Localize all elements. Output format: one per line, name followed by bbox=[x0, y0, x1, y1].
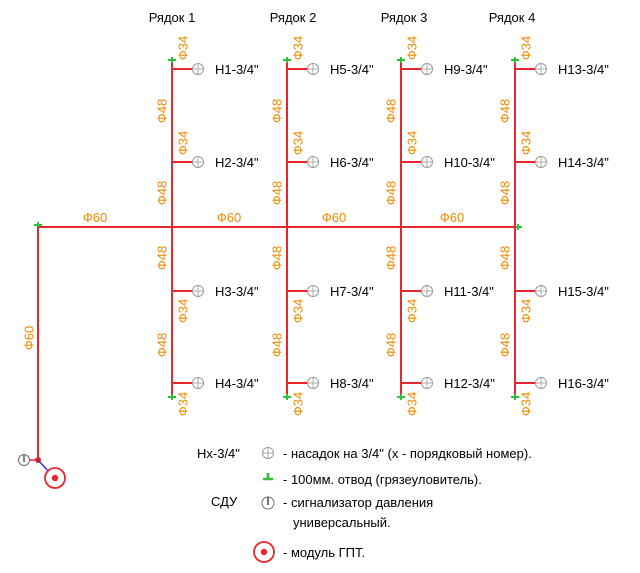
nozzle-label: Н16-3/4" bbox=[558, 376, 609, 391]
pipe-label-d48: Ф48 bbox=[497, 99, 512, 123]
nozzle-label: Н5-3/4" bbox=[330, 62, 374, 77]
nozzle-icon bbox=[192, 377, 204, 389]
nozzle-icon bbox=[421, 377, 433, 389]
legend-drain-desc: - 100мм. отвод (грязеуловитель). bbox=[283, 472, 482, 487]
nozzle-label: Н3-3/4" bbox=[215, 284, 259, 299]
nozzle-icon bbox=[192, 156, 204, 168]
pipe-label-d60: Ф60 bbox=[83, 210, 107, 225]
pipe-label-d34: Ф34 bbox=[518, 392, 533, 416]
nozzle-icon bbox=[192, 63, 204, 75]
nozzle-icon bbox=[535, 63, 547, 75]
drain-tee-icon bbox=[168, 394, 176, 400]
pipe-label-d34: Ф34 bbox=[175, 36, 190, 60]
nozzle-label: Н7-3/4" bbox=[330, 284, 374, 299]
legend-module-desc: - модуль ГПТ. bbox=[283, 545, 365, 560]
legend-nozzle-key: Нх-3/4" bbox=[197, 446, 240, 461]
row-header: Рядок 3 bbox=[381, 10, 428, 25]
drain-tee-icon bbox=[168, 57, 176, 63]
drain-tee-icon bbox=[283, 394, 291, 400]
nozzle-icon bbox=[192, 285, 204, 297]
nozzle-label: Н13-3/4" bbox=[558, 62, 609, 77]
drain-tee-icon bbox=[397, 57, 405, 63]
nozzle-icon bbox=[535, 377, 547, 389]
module-dot bbox=[260, 548, 268, 556]
nozzle-label: Н8-3/4" bbox=[330, 376, 374, 391]
row-header: Рядок 1 bbox=[149, 10, 196, 25]
legend-sdu-desc-1: - сигнализатор давления bbox=[283, 495, 433, 510]
pipe-label-d34: Ф34 bbox=[404, 131, 419, 155]
pipe-label-d48: Ф48 bbox=[269, 333, 284, 357]
pressure-switch-icon bbox=[18, 454, 30, 466]
pressure-switch-icon bbox=[261, 496, 275, 510]
nozzle-icon bbox=[535, 156, 547, 168]
nozzle-icon bbox=[307, 156, 319, 168]
drain-tee-icon bbox=[263, 473, 273, 481]
pipe-label-d48: Ф48 bbox=[383, 333, 398, 357]
legend-nozzle-desc: - насадок на 3/4" (х - порядковый номер)… bbox=[283, 446, 532, 461]
pipe-label-d48: Ф48 bbox=[383, 246, 398, 270]
drain-tee-icon bbox=[511, 394, 519, 400]
pipe-label-d34: Ф34 bbox=[404, 392, 419, 416]
nozzle-icon bbox=[421, 156, 433, 168]
legend-sdu-key: СДУ bbox=[211, 494, 238, 509]
pipe-label-d34: Ф34 bbox=[175, 299, 190, 323]
pipe-label-d60: Ф60 bbox=[440, 210, 464, 225]
pipe-label-d60: Ф60 bbox=[21, 326, 36, 350]
drain-tee-icon bbox=[511, 57, 519, 63]
pipe-label-d48: Ф48 bbox=[154, 181, 169, 205]
nozzle-label: Н12-3/4" bbox=[444, 376, 495, 391]
pipe-label-d48: Ф48 bbox=[497, 246, 512, 270]
pipe-label-d48: Ф48 bbox=[154, 99, 169, 123]
gpt-module-icon bbox=[253, 541, 275, 563]
module-dot bbox=[51, 474, 59, 482]
pipe-label-d34: Ф34 bbox=[290, 36, 305, 60]
nozzle-label: Н2-3/4" bbox=[215, 155, 259, 170]
nozzle-label: Н4-3/4" bbox=[215, 376, 259, 391]
nozzle-label: Н14-3/4" bbox=[558, 155, 609, 170]
nozzle-icon bbox=[307, 63, 319, 75]
row-header: Рядок 4 bbox=[489, 10, 536, 25]
gpt-module-icon bbox=[44, 467, 66, 489]
pipe-label-d48: Ф48 bbox=[269, 181, 284, 205]
pipe-label-d34: Ф34 bbox=[290, 299, 305, 323]
pipe-label-d48: Ф48 bbox=[497, 333, 512, 357]
legend-sdu-desc-2: универсальный. bbox=[293, 515, 391, 530]
pipe-label-d48: Ф48 bbox=[154, 246, 169, 270]
nozzle-icon bbox=[421, 63, 433, 75]
nozzle-label: Н11-3/4" bbox=[444, 284, 494, 299]
pipe-label-d48: Ф48 bbox=[497, 181, 512, 205]
nozzle-icon bbox=[535, 285, 547, 297]
pipe-label-d60: Ф60 bbox=[217, 210, 241, 225]
nozzle-icon bbox=[262, 447, 274, 459]
pipe-label-d48: Ф48 bbox=[269, 246, 284, 270]
nozzle-label: Н9-3/4" bbox=[444, 62, 488, 77]
pipe-label-d34: Ф34 bbox=[518, 299, 533, 323]
nozzle-icon bbox=[307, 377, 319, 389]
row-header: Рядок 2 bbox=[270, 10, 317, 25]
nozzle-label: Н10-3/4" bbox=[444, 155, 495, 170]
pipe-label-d34: Ф34 bbox=[518, 131, 533, 155]
nozzle-label: Н15-3/4" bbox=[558, 284, 609, 299]
nozzle-icon bbox=[421, 285, 433, 297]
pipe-label-d34: Ф34 bbox=[175, 392, 190, 416]
nozzle-label: Н6-3/4" bbox=[330, 155, 374, 170]
pipe-label-d34: Ф34 bbox=[175, 131, 190, 155]
pipe-label-d34: Ф34 bbox=[518, 36, 533, 60]
pipe-label-d48: Ф48 bbox=[154, 333, 169, 357]
pipe-label-d48: Ф48 bbox=[269, 99, 284, 123]
nozzle-icon bbox=[307, 285, 319, 297]
drain-tee-icon bbox=[283, 57, 291, 63]
pipe-label-d34: Ф34 bbox=[290, 392, 305, 416]
pipe-label-d34: Ф34 bbox=[404, 36, 419, 60]
pipe-label-d48: Ф48 bbox=[383, 181, 398, 205]
pipe-label-d48: Ф48 bbox=[383, 99, 398, 123]
drain-tee-icon bbox=[397, 394, 405, 400]
pipe-label-d34: Ф34 bbox=[290, 131, 305, 155]
pipe-label-d34: Ф34 bbox=[404, 299, 419, 323]
pipe-label-d60: Ф60 bbox=[322, 210, 346, 225]
nozzle-label: Н1-3/4" bbox=[215, 62, 259, 77]
